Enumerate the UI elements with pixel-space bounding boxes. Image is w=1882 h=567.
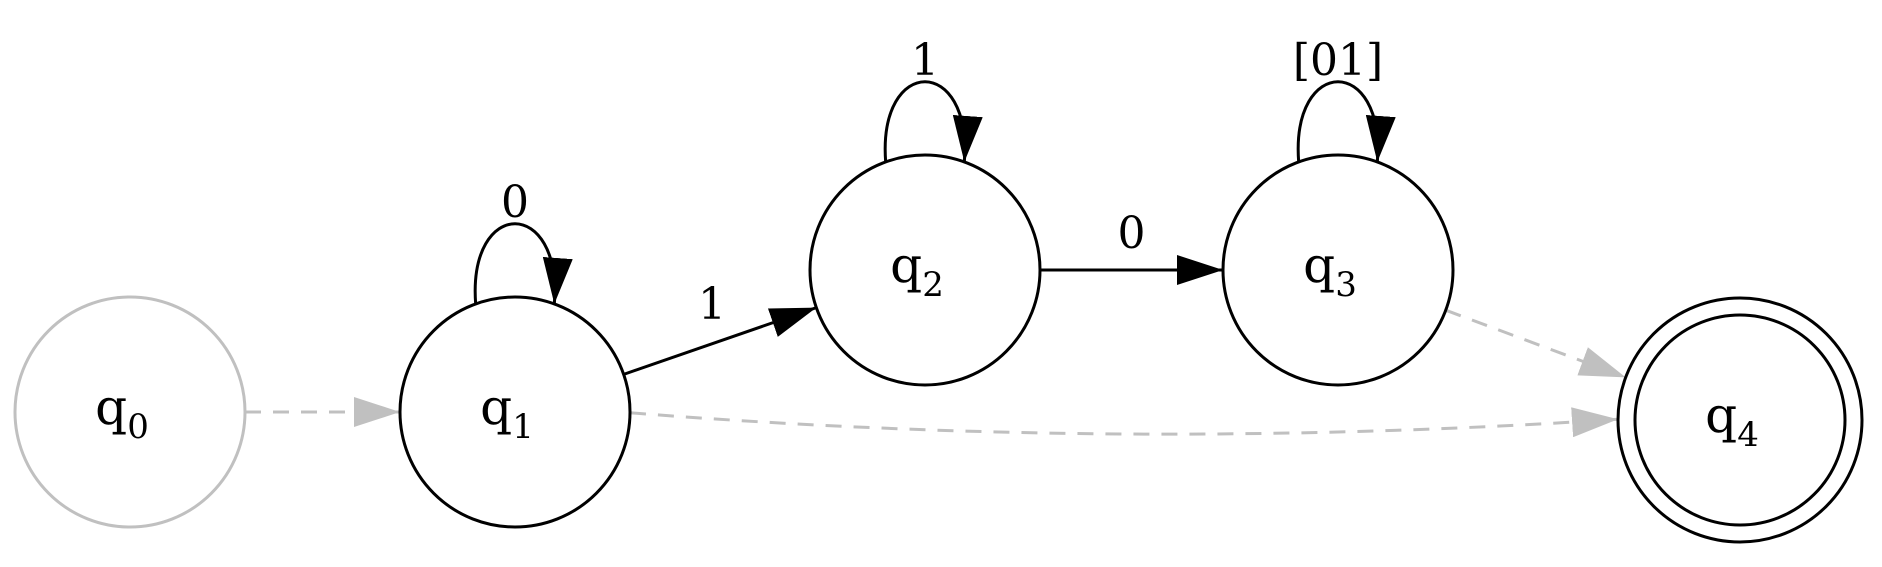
transition-q1-q4 [629, 407, 1619, 438]
state-subscript: 3 [1335, 265, 1357, 305]
state-circle [13, 295, 247, 529]
transition-q1-q1: 0 [473, 177, 573, 305]
transition-edge [473, 222, 573, 305]
state-name: q [95, 378, 127, 436]
state-q3: q3 [1221, 153, 1455, 387]
state-subscript: 0 [127, 407, 149, 447]
transition-q1-q2: 1 [623, 279, 817, 376]
state-label: q1 [480, 378, 534, 447]
state-label: q3 [1303, 236, 1357, 305]
transition-edge [1296, 80, 1396, 163]
transition-label: [01] [1293, 35, 1383, 86]
transition-edge [629, 407, 1619, 438]
state-name: q [1705, 386, 1737, 444]
state-q1: q1 [398, 295, 632, 529]
state-subscript: 1 [512, 407, 534, 447]
state-q0: q0 [13, 295, 247, 529]
state-label: q0 [95, 378, 149, 447]
transition-q2-q2: 1 [883, 35, 983, 163]
state-circle [808, 153, 1042, 387]
transition-label: 1 [911, 35, 939, 86]
transition-edge [1445, 308, 1627, 379]
state-name: q [480, 378, 512, 436]
state-subscript: 4 [1737, 415, 1759, 455]
state-circle [1221, 153, 1455, 387]
state-circle [1633, 313, 1847, 527]
transition-edge [883, 80, 983, 163]
state-q4: q4 [1616, 296, 1864, 544]
state-q2: q2 [808, 153, 1042, 387]
transition-q3-q3: [01] [1293, 35, 1396, 163]
transition-q2-q3: 0 [1040, 208, 1223, 285]
state-name: q [890, 236, 922, 294]
transition-edge [623, 306, 817, 376]
state-name: q [1303, 236, 1335, 294]
transition-label: 1 [698, 279, 726, 330]
state-label: q2 [890, 236, 944, 305]
transition-label: 0 [501, 177, 529, 228]
transition-q3-q4 [1445, 308, 1627, 379]
state-label: q4 [1705, 386, 1759, 455]
accepting-ring [1616, 296, 1864, 544]
transition-label: 0 [1118, 208, 1146, 259]
state-circle [398, 295, 632, 529]
state-subscript: 2 [922, 265, 944, 305]
